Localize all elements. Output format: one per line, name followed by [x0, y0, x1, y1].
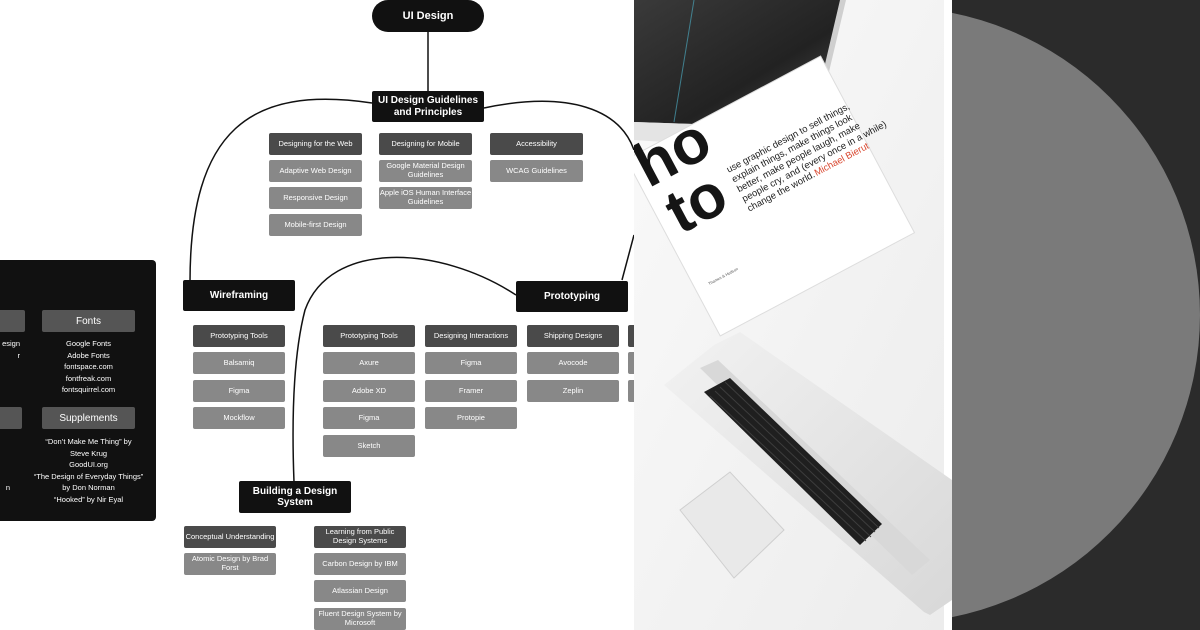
learning-item: Carbon Design by IBM	[314, 553, 406, 575]
supplements-list: “Don’t Make Me Thing” by Steve Krug Good…	[33, 437, 144, 504]
prototyping-tool-item: Adobe XD	[323, 380, 415, 402]
book: ho to use graphic design to sell things,…	[634, 55, 916, 337]
web-item: Responsive Design	[269, 187, 362, 209]
fonts-list: Google Fonts Adobe Fonts fontspace.com f…	[61, 339, 116, 394]
keyboard	[704, 378, 882, 545]
shipping-header: Shipping Designs	[527, 325, 619, 347]
interactions-item: Protopie	[425, 407, 517, 429]
clipped-text: n	[5, 483, 10, 492]
interactions-item: Figma	[425, 352, 517, 374]
connector-right-prototyping	[621, 234, 634, 281]
mind-map: UI Design UI Design Guidelines and Princ…	[0, 0, 634, 630]
learning-header: Learning from Public Design Systems	[314, 526, 406, 548]
web-item: Adaptive Web Design	[269, 160, 362, 182]
mobile-item: Google Material Design Guidelines	[379, 160, 472, 182]
decor-shape	[952, 12, 1200, 618]
learning-item: Atlassian Design	[314, 580, 406, 602]
accessibility-item: WCAG Guidelines	[490, 160, 583, 182]
mobile-item: Apple iOS Human Interface Guidelines	[379, 187, 472, 209]
web-header: Designing for the Web	[269, 133, 362, 155]
connector-guidelines-right	[483, 100, 634, 151]
supplements-tag: Supplements	[42, 407, 135, 429]
learning-item: Fluent Design System by Microsoft	[314, 608, 406, 630]
photo-border	[944, 0, 952, 630]
connector-guidelines-wireframing	[189, 98, 373, 283]
shipping-item: Zeplin	[527, 380, 619, 402]
mobile-header: Designing for Mobile	[379, 133, 472, 155]
trackpad	[679, 471, 785, 579]
photo-scene: ho to use graphic design to sell things,…	[634, 0, 952, 630]
clipped-node	[628, 325, 634, 347]
decor-circle	[952, 12, 1200, 618]
wireframing-tool-item: Mockflow	[193, 407, 285, 429]
conceptual-item: Atomic Design by Brad Forst	[184, 553, 276, 575]
laptop	[664, 332, 952, 615]
shipping-item: Avocode	[527, 352, 619, 374]
desk-photo: ho to use graphic design to sell things,…	[634, 0, 952, 630]
conceptual-header: Conceptual Understanding	[184, 526, 276, 548]
design-system-node: Building a Design System	[239, 481, 351, 513]
clipped-node	[628, 352, 634, 374]
prototyping-node: Prototyping	[516, 281, 628, 312]
interactions-item: Framer	[425, 380, 517, 402]
accessibility-header: Accessibility	[490, 133, 583, 155]
resources-panel: Fonts esign r Google Fonts Adobe Fonts f…	[0, 260, 156, 521]
connector-lines	[189, 30, 634, 483]
interactions-header: Designing Interactions	[425, 325, 517, 347]
root-node: UI Design	[372, 0, 484, 32]
connector-prototyping-designsystem	[292, 256, 517, 483]
web-item: Mobile-first Design	[269, 214, 362, 236]
wireframing-node: Wireframing	[183, 280, 295, 311]
wireframing-tools-header: Prototyping Tools	[193, 325, 285, 347]
wireframing-tool-item: Balsamiq	[193, 352, 285, 374]
prototyping-tool-item: Figma	[323, 407, 415, 429]
clipped-tag	[0, 407, 22, 429]
prototyping-tools-header: Prototyping Tools	[323, 325, 415, 347]
fonts-tag: Fonts	[42, 310, 135, 332]
clipped-node	[628, 380, 634, 402]
guidelines-node: UI Design Guidelines and Principles	[372, 91, 484, 122]
decorative-panel	[952, 0, 1200, 630]
clipped-tag	[0, 310, 25, 332]
clipped-text: esign r	[2, 339, 20, 360]
prototyping-tool-item: Axure	[323, 352, 415, 374]
prototyping-tool-item: Sketch	[323, 435, 415, 457]
wireframing-tool-item: Figma	[193, 380, 285, 402]
